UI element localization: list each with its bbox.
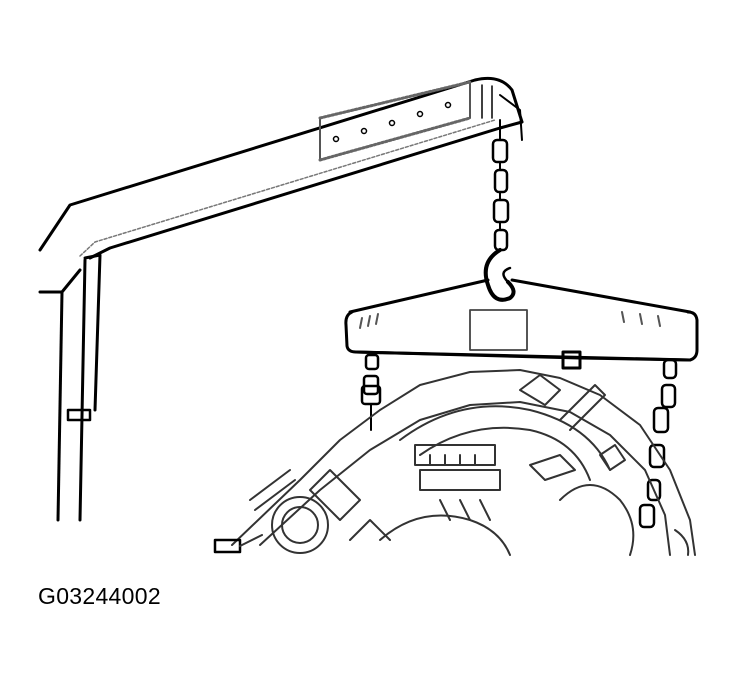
lift-hook: [483, 248, 516, 302]
figure-caption: G03244002: [38, 583, 161, 609]
right-chain: [638, 358, 678, 529]
hoist-mast: [38, 253, 102, 522]
engine-block: [213, 369, 696, 556]
load-leveler-beam: [344, 278, 699, 370]
upper-chain: [491, 119, 510, 252]
boom-arm: [38, 76, 524, 260]
left-chain: [360, 353, 382, 431]
